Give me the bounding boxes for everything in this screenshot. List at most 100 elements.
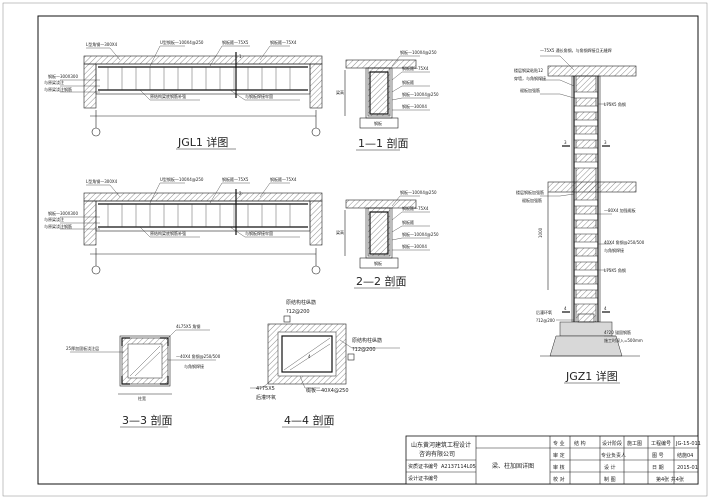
cert-no: A2137114L05 <box>441 464 476 470</box>
sec4-weld-label: 后灌环氧 <box>256 394 276 401</box>
svg-text:钢板—300X4: 钢板—300X4 <box>402 103 427 109</box>
svg-text:钢板—300X300: 钢板—300X300 <box>48 73 78 79</box>
svg-text:施工时深入=500mm: 施工时深入=500mm <box>604 337 643 343</box>
svg-text:4: 4 <box>308 354 311 359</box>
svg-text:4: 4 <box>564 306 567 311</box>
svg-text:梁高: 梁高 <box>336 89 344 95</box>
svg-text:与角钢焊接: 与角钢焊接 <box>604 247 624 253</box>
jgl1-elevation: 1 L型角钢—300X4 U型钢板—100X4@250 钢板箍—75X5 钢板箍… <box>44 39 323 150</box>
cert-label: 资质证书编号 <box>408 463 438 470</box>
svg-text:与原梁浇注钢筋: 与原梁浇注钢筋 <box>44 86 72 92</box>
svg-text:原结构梁底钢筋补强: 原结构梁底钢筋补强 <box>150 230 186 236</box>
jgz1-dim: 1000 <box>538 227 543 238</box>
svg-text:钢板箍—75X5: 钢板箍—75X5 <box>222 39 249 45</box>
svg-text:与原梁浇注: 与原梁浇注 <box>44 216 64 222</box>
svg-text:?12@200: ?12@200 <box>536 318 555 323</box>
sec44-title: 4—4 剖面 <box>284 413 335 427</box>
company-name-1: 山东黄河建筑工程设计 <box>411 441 471 449</box>
svg-text:钢板—300X4: 钢板—300X4 <box>402 243 427 249</box>
jgz1-plate: 40X4 角钢@250/500 <box>604 239 645 245</box>
svg-text:缀板加强筋: 缀板加强筋 <box>520 87 540 93</box>
sec4-angle-label: 4?75X5 <box>256 386 275 392</box>
jgz1-l75: L75X5 角钢 <box>604 101 626 107</box>
svg-text:与钢板焊接牢固: 与钢板焊接牢固 <box>245 230 273 236</box>
sheet-count: 第4张 共4张 <box>656 476 684 483</box>
svg-text:钢板—100X4@250: 钢板—100X4@250 <box>400 49 437 55</box>
tb-r1-c4: 施工图 <box>627 440 642 447</box>
svg-text:2: 2 <box>239 191 242 196</box>
jgl2-elevation: 2 L型角钢—300X4 U型钢板—100X4@250 钢板箍—75X5 钢板箍… <box>44 176 323 275</box>
svg-text:钢板: 钢板 <box>374 260 382 266</box>
svg-text:穿墙，与角钢焊接: 穿墙，与角钢焊接 <box>514 75 546 81</box>
svg-text:原结构梁底钢筋补强: 原结构梁底钢筋补强 <box>150 93 186 99</box>
sec4-bar-label: ?12@200 <box>286 309 310 315</box>
svg-text:钢板—100X4@250: 钢板—100X4@250 <box>402 91 439 97</box>
svg-text:楼层钢板加强筋: 楼层钢板加强筋 <box>516 189 544 195</box>
project-no: JG-15-011 <box>675 441 701 447</box>
sec4-bar2-label: ?12@200 <box>352 347 376 353</box>
svg-text:钢板箍—75X4: 钢板箍—75X4 <box>270 176 297 182</box>
sec3-plate-label: 25厚加固板浇注层 <box>66 345 99 351</box>
figno-label: 图 号 <box>652 453 664 459</box>
tb-r2-c1: 审 定 <box>553 452 565 459</box>
tb-r3-c1: 审 核 <box>553 464 565 471</box>
svg-text:楼层钢梁粘贴12: 楼层钢梁粘贴12 <box>514 67 544 73</box>
svg-text:缀板加强筋: 缀板加强筋 <box>522 197 542 203</box>
svg-text:与钢板焊接牢固: 与钢板焊接牢固 <box>245 93 273 99</box>
svg-text:后灌环氧: 后灌环氧 <box>536 309 552 315</box>
section-1-1: 钢板 梁高 钢板—100X4@250 钢板箍—75X4 钢板箍 钢板—100X4… <box>336 49 439 151</box>
jgz1-title: JGZ1 详图 <box>565 369 618 383</box>
svg-text:3: 3 <box>564 140 567 145</box>
svg-text:钢板: 钢板 <box>374 120 382 126</box>
svg-text:U型钢板—100X4@250: U型钢板—100X4@250 <box>160 39 204 45</box>
sec11-title: 1—1 剖面 <box>358 136 409 150</box>
tb-r1-c1: 专 业 <box>553 440 565 447</box>
date-label: 日 期 <box>652 465 664 471</box>
tb-r2-c3: 专业负责人 <box>601 452 626 459</box>
jgz1-plate2: —80X4 加强缀板 <box>604 207 636 213</box>
svg-text:L75X5 角钢: L75X5 角钢 <box>604 267 626 273</box>
sec3-weld-label: 与角钢焊接 <box>184 363 204 369</box>
tb-r4-c1: 校 对 <box>553 476 565 483</box>
approve-label: 设计证书编号 <box>408 475 438 482</box>
sheet-border-inner <box>37 15 699 485</box>
sec33-title: 3—3 剖面 <box>122 413 173 427</box>
svg-text:4?20 锚固钢筋: 4?20 锚固钢筋 <box>604 329 631 335</box>
title-block: 山东黄河建筑工程设计 咨询有限公司 资质证书编号 A2137114L05 设计证… <box>405 435 701 485</box>
sec4-anchor2-label: 原结构柱纵筋 <box>352 337 382 344</box>
svg-text:L型角钢—300X4: L型角钢—300X4 <box>86 178 118 184</box>
drawing-title: 梁、柱加固详图 <box>492 462 534 470</box>
svg-text:钢板箍—75X4: 钢板箍—75X4 <box>402 65 429 71</box>
svg-text:钢板箍: 钢板箍 <box>402 219 414 225</box>
sec22-title: 2—2 剖面 <box>356 274 407 288</box>
svg-text:钢板箍—75X5: 钢板箍—75X5 <box>222 176 249 182</box>
svg-text:与原梁浇注: 与原梁浇注 <box>44 79 64 85</box>
sec3-angle-label: 4L75X5 角钢 <box>176 323 200 329</box>
svg-text:与原梁浇注钢筋: 与原梁浇注钢筋 <box>44 223 72 229</box>
svg-text:钢板箍—75X4: 钢板箍—75X4 <box>402 205 429 211</box>
svg-text:柱宽: 柱宽 <box>138 395 146 401</box>
sec3-batten-label: —40X4 角钢@250/500 <box>176 353 221 359</box>
sec4-batten-label: 缀板—40X4@250 <box>306 387 349 394</box>
svg-text:U型钢板—100X4@250: U型钢板—100X4@250 <box>160 176 204 182</box>
svg-text:3: 3 <box>604 140 607 145</box>
svg-text:钢板—300X300: 钢板—300X300 <box>48 210 78 216</box>
svg-text:钢板—100X4@250: 钢板—100X4@250 <box>400 189 437 195</box>
date: 2015-01 <box>677 465 698 471</box>
svg-text:1: 1 <box>239 54 242 59</box>
section-4-4: 4 原结构柱纵筋 ?12@200 原结构柱纵筋 ?12@200 4?75X5 后… <box>250 299 400 428</box>
svg-text:L型角钢—300X4: L型角钢—300X4 <box>86 41 118 47</box>
jgl1-title: JGL1 详图 <box>177 135 228 149</box>
tb-r3-c3: 设 计 <box>604 464 616 471</box>
tb-r1-c2: 结 构 <box>574 440 586 447</box>
company-name-2: 咨询有限公司 <box>419 450 455 458</box>
svg-text:钢板—100X4@250: 钢板—100X4@250 <box>402 231 439 237</box>
jgz1-angle-top: —75X5 通长角钢，与角钢焊接且无缝焊 <box>540 47 612 53</box>
tb-r4-c3: 制 图 <box>604 476 616 483</box>
svg-text:梁高: 梁高 <box>336 229 344 235</box>
sec4-anchor-label: 原结构柱纵筋 <box>286 299 316 306</box>
svg-text:钢板箍—75X4: 钢板箍—75X4 <box>270 39 297 45</box>
svg-text:4: 4 <box>604 306 607 311</box>
